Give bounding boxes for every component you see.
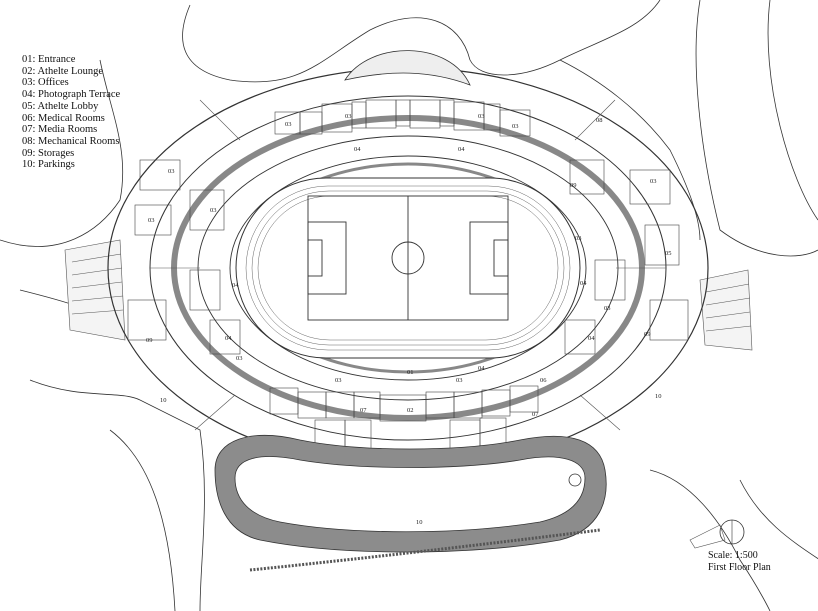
plan-title: First Floor Plan [708,562,771,573]
legend-item: 08: Mechanical Rooms [22,136,120,148]
legend-separator: : [32,135,39,147]
legend-code: 03 [22,77,33,89]
room-label: 09 [146,337,153,344]
legend-separator: : [32,124,39,136]
room-label: 03 [478,113,485,120]
legend-name: Mechanical Rooms [38,135,120,147]
legend-item: 03: Offices [22,77,120,89]
legend-name: Offices [38,77,69,89]
room-label: 03 [512,123,519,130]
legend-name: Athelte Lobby [37,100,99,112]
room-label: 04 [458,146,465,153]
room-label: 10 [416,519,423,526]
legend-code: 10 [22,159,33,171]
room-label: 07 [360,407,367,414]
room-label: 08 [596,117,603,124]
north-canopy [344,50,471,86]
legend-separator: : [32,54,39,65]
legend-code: 07 [22,124,33,136]
legend-name: Entrance [38,54,76,65]
scale-text: Scale: 1:500 [708,550,758,561]
legend-item: 10: Parkings [22,159,120,171]
room-label: 03 [575,235,582,242]
legend-separator: : [32,77,39,89]
room-label: 02 [407,407,414,414]
legend-code: 05 [22,100,33,112]
legend-name: Athelte Lounge [37,65,104,77]
room-label: 10 [160,397,167,404]
north-arrow-icon [689,519,745,549]
legend-separator: : [32,112,39,124]
room-label: 03 [236,355,243,362]
room-label: 04 [225,335,232,342]
room-label: 01 [407,369,414,376]
room-label: 07 [532,411,539,418]
legend-name: Media Rooms [38,124,98,136]
room-labels: 01 02 03 03 03 03 03 03 03 03 03 03 03 0… [146,113,672,526]
legend-name: Medical Rooms [38,112,105,124]
room-label: 04 [232,282,239,289]
legend-item: 02: Athelte Lounge [22,66,120,78]
room-label: 03 [168,168,175,175]
legend-item: 01: Entrance [22,54,120,66]
room-label: 04 [588,335,595,342]
legend-code: 04 [22,89,33,101]
room-label: 03 [210,207,217,214]
radial-walls [150,99,666,431]
room-label: 03 [148,217,155,224]
legend-separator: : [32,147,39,159]
room-label: 06 [540,377,547,384]
room-label: 04 [354,146,361,153]
legend-code: 01 [22,54,33,65]
legend-separator: : [32,100,38,112]
room-label: 03 [604,305,611,312]
legend-item: 06: Medical Rooms [22,113,120,125]
scale-block: Scale: 1:500 First Floor Plan [708,550,771,574]
room-label: 04 [580,280,587,287]
legend-item: 05: Athelte Lobby [22,101,120,113]
room-label: 03 [650,178,657,185]
south-loop-road [214,435,607,572]
legend-separator: : [32,159,39,171]
room-label: 09 [644,331,651,338]
legend-item: 04: Photograph Terrace [22,89,120,101]
legend-name: Parkings [38,159,75,171]
room-label: 03 [285,121,292,128]
legend-code: 08 [22,135,33,147]
room-label: 04 [478,365,485,372]
football-pitch [307,195,509,321]
room-label: 03 [335,377,342,384]
legend-item: 09: Storages [22,148,120,160]
room-label: 10 [655,393,662,400]
legend-code: 02 [22,65,33,77]
ramps [64,239,753,351]
room-label: 09 [570,182,577,189]
legend-separator: : [32,65,38,77]
legend-item: 07: Media Rooms [22,124,120,136]
room-label: 05 [665,250,672,257]
legend-name: Photograph Terrace [38,89,121,101]
legend-name: Storages [38,147,75,159]
room-label: 03 [345,113,352,120]
legend-separator: : [32,89,39,101]
room-label: 03 [456,377,463,384]
legend-code: 06 [22,112,33,124]
legend-code: 09 [22,147,33,159]
